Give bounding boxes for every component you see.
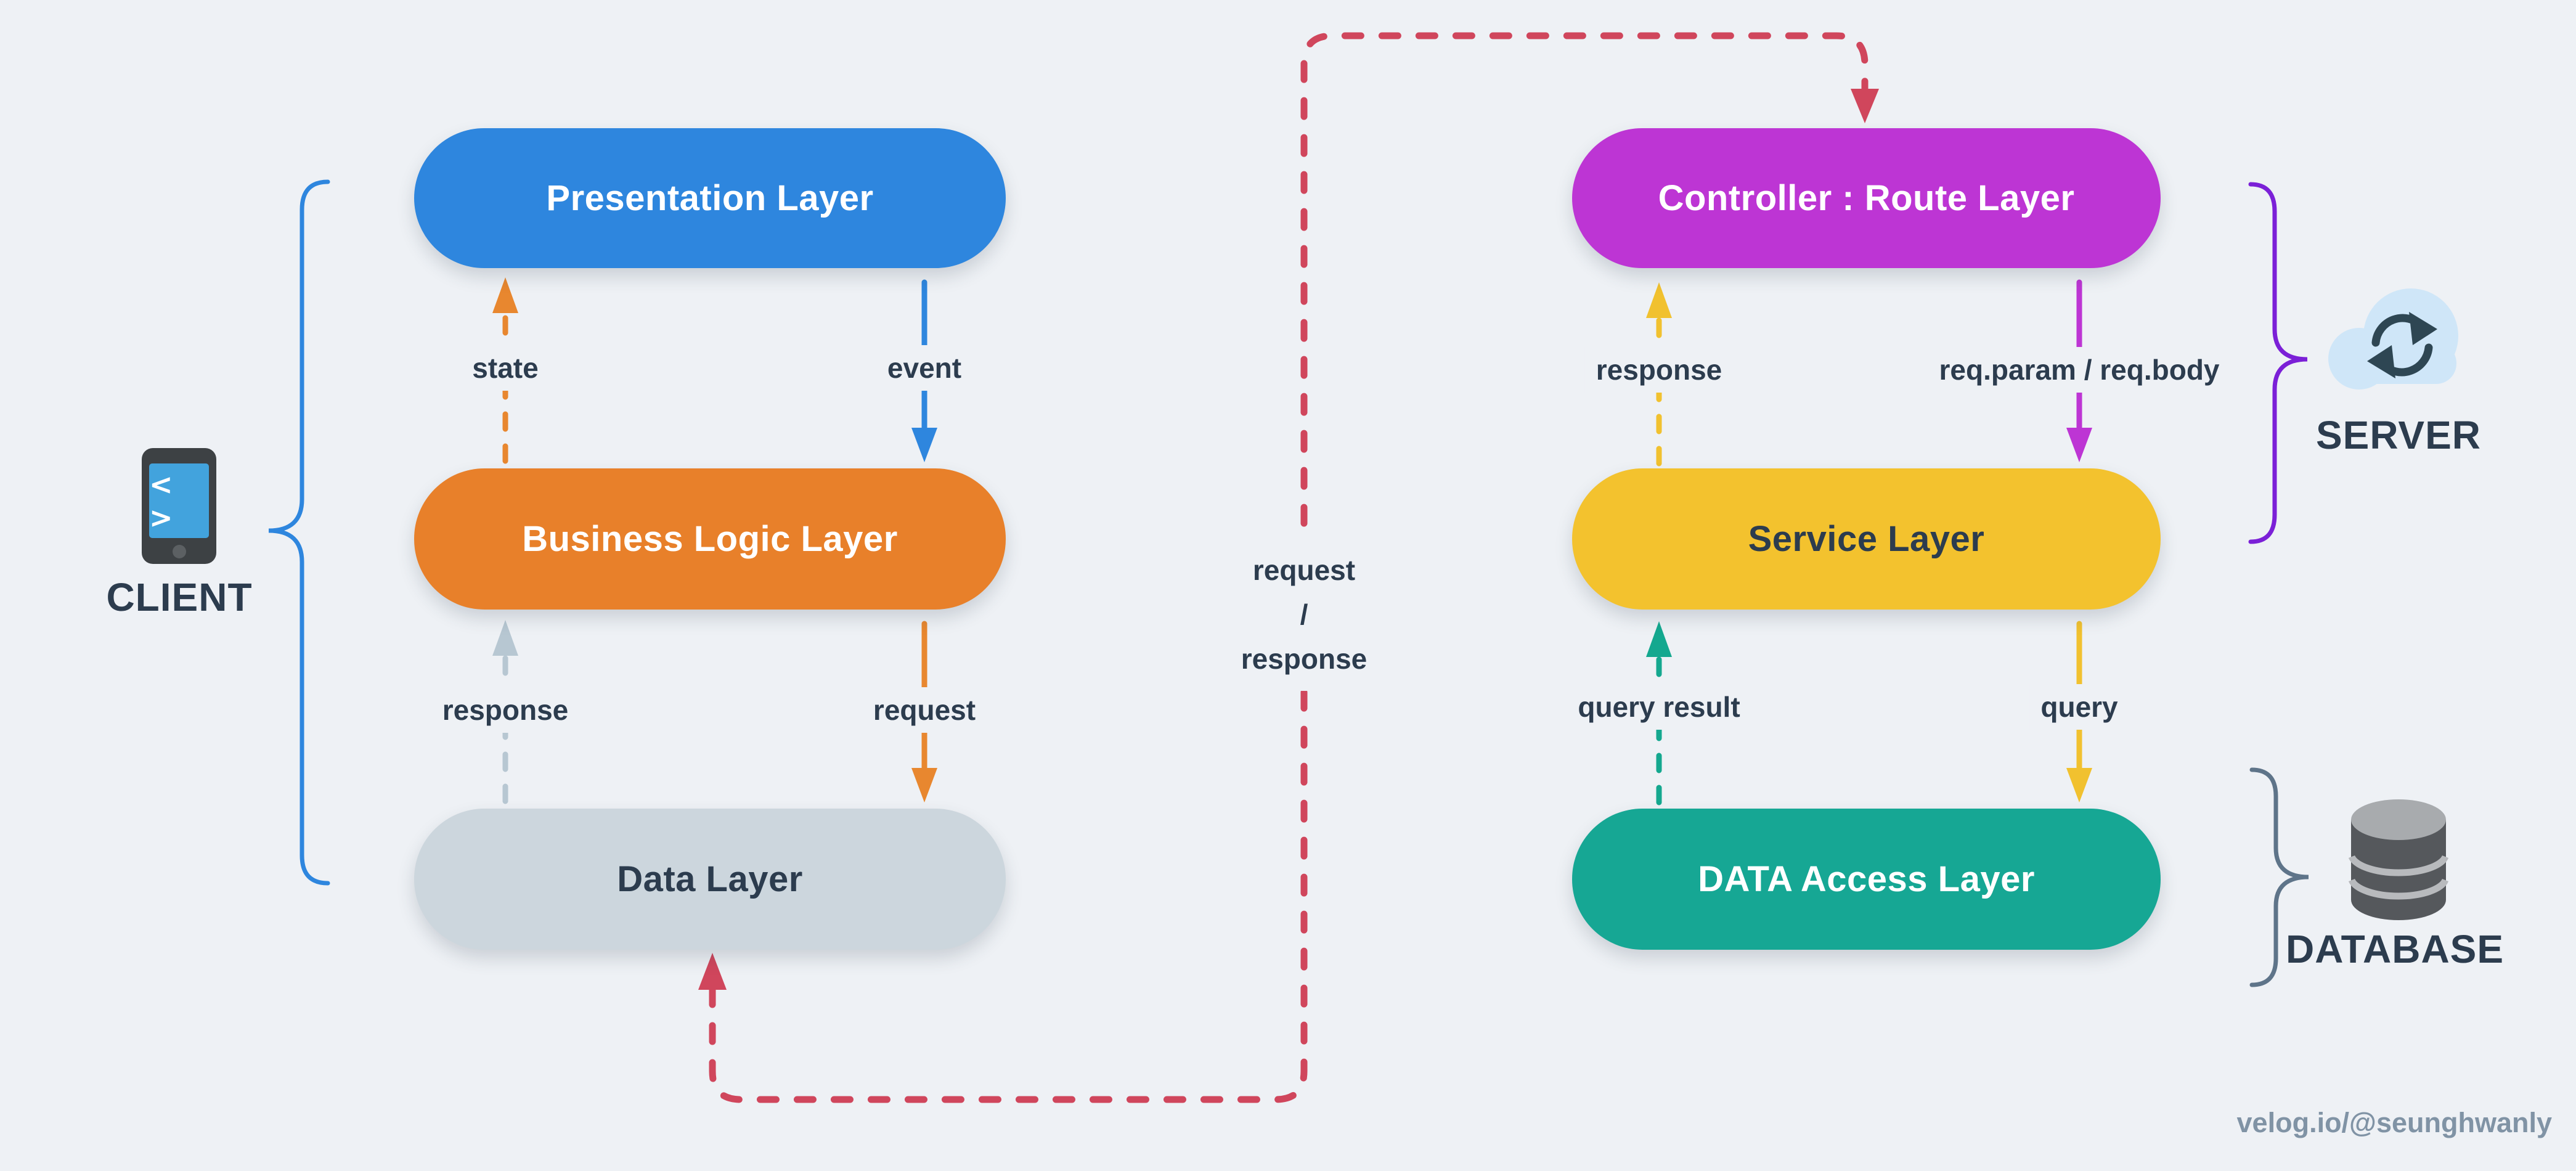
request-response-bridge — [698, 32, 1879, 1103]
response-left-label: response — [431, 687, 580, 733]
server-section-label: SERVER — [2315, 413, 2482, 457]
layer-box-controller-route: Controller : Route Layer — [1572, 128, 2161, 268]
request-response-bridge-label: request / response — [1225, 538, 1384, 691]
query-result-arrow — [1646, 621, 1672, 806]
database-section-label: DATABASE — [2285, 927, 2505, 971]
layer-box-presentation: Presentation Layer — [414, 128, 1006, 268]
layer-box-service: Service Layer — [1572, 468, 2161, 610]
layer-box-business-logic: Business Logic Layer — [414, 468, 1006, 610]
bridge-label-line: request — [1252, 554, 1356, 586]
response-right-label: response — [1584, 347, 1734, 393]
query-result-label: query result — [1567, 684, 1751, 730]
code-brackets-glyph: < > — [149, 467, 176, 534]
bridge-label-line: / — [1300, 598, 1308, 630]
query-label: query — [2029, 684, 2129, 730]
req-param-label: req.param / req.body — [1928, 347, 2231, 393]
bridge-arrowhead-into-controller — [1851, 89, 1879, 123]
watermark-credit: velog.io/@seunghwanly — [2236, 1107, 2552, 1138]
server-brace — [2248, 182, 2308, 544]
state-label: state — [461, 345, 550, 391]
request-left-label: request — [862, 687, 987, 733]
cloud-sync-icon — [2328, 288, 2458, 390]
bridge-label-line: response — [1241, 643, 1367, 675]
phone-code-icon: < > — [142, 448, 216, 564]
database-cylinder-icon — [2348, 799, 2449, 920]
bridge-arrowhead-into-data-layer — [698, 953, 727, 990]
phone-home-button — [172, 545, 186, 558]
database-brace — [2249, 767, 2309, 987]
client-section-label: CLIENT — [106, 575, 253, 619]
client-brace — [268, 179, 330, 886]
layer-box-data-access: DATA Access Layer — [1572, 809, 2161, 950]
phone-screen: < > — [149, 463, 209, 538]
event-label: event — [876, 345, 973, 391]
layer-box-data: Data Layer — [414, 809, 1006, 950]
